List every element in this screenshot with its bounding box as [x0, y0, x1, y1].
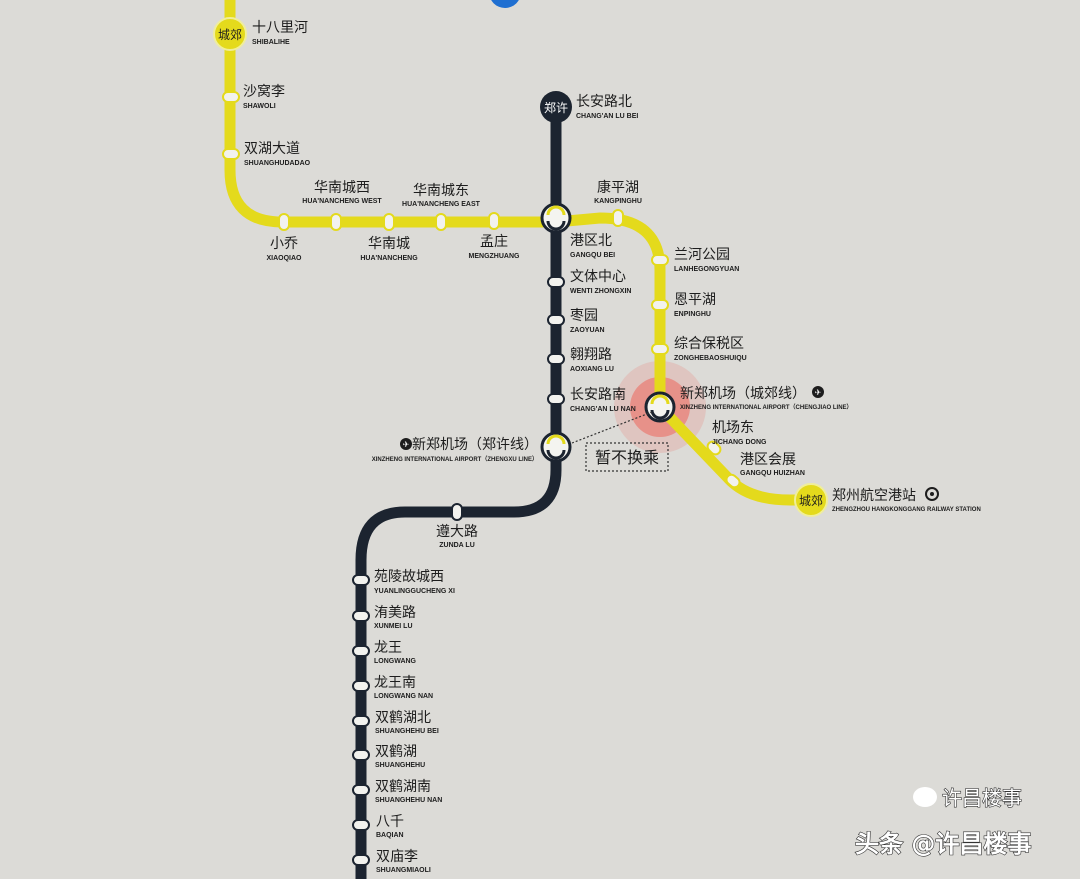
svg-text:八千: 八千 — [376, 814, 404, 830]
airplane-icon-zhengxu: ✈ — [400, 438, 412, 450]
svg-text:HUA'NANCHENG: HUA'NANCHENG — [360, 255, 418, 262]
chengjiao-stops — [222, 91, 741, 489]
svg-text:龙王南: 龙王南 — [374, 675, 416, 691]
svg-text:JICHANG DONG: JICHANG DONG — [712, 439, 767, 446]
svg-text:长安路北: 长安路北 — [576, 94, 632, 110]
svg-text:XINZHENG INTERNATIONAL AIRPORT: XINZHENG INTERNATIONAL AIRPORT（ZHENGXU L… — [372, 455, 538, 463]
svg-text:龙王: 龙王 — [374, 640, 402, 656]
svg-text:双湖大道: 双湖大道 — [244, 141, 300, 157]
svg-text:枣园: 枣园 — [570, 308, 598, 324]
svg-text:华南城: 华南城 — [368, 236, 410, 252]
interchange-airport-chengjiao — [644, 391, 676, 423]
interchange-gangqubei — [540, 202, 572, 234]
svg-text:✈: ✈ — [815, 388, 822, 397]
svg-text:SHUANGHUDADAO: SHUANGHUDADAO — [244, 160, 311, 167]
svg-text:城郊: 城郊 — [218, 28, 242, 42]
interchange-airport-zhengxu — [540, 431, 572, 463]
other-line-badge — [491, 0, 519, 8]
svg-text:遵大路: 遵大路 — [436, 523, 478, 540]
zhengxu-labels: 长安路北 CHANG'AN LU BEI 港区北 GANGQU BEI 文体中心 WE… — [372, 94, 639, 874]
svg-text:ENPINGHU: ENPINGHU — [674, 311, 711, 318]
svg-text:机场东: 机场东 — [712, 420, 754, 436]
svg-text:文体中心: 文体中心 — [570, 269, 626, 285]
svg-text:BAQIAN: BAQIAN — [376, 832, 404, 839]
wechat-watermark-text: 许昌楼事 — [942, 786, 1022, 810]
svg-text:新郑机场（城郊线）: 新郑机场（城郊线） — [680, 385, 806, 402]
svg-text:SHUANGHEHU BEI: SHUANGHEHU BEI — [375, 728, 439, 735]
svg-text:恩平湖: 恩平湖 — [674, 292, 716, 308]
svg-text:新郑机场（郑许线）: 新郑机场（郑许线） — [412, 437, 538, 453]
svg-text:MENGZHUANG: MENGZHUANG — [469, 253, 520, 260]
svg-text:XIAOQIAO: XIAOQIAO — [266, 255, 302, 262]
chengjiao-labels: 十八里河 SHIBALIHE 沙窝李 SHAWOLI 双湖大道 SHUANGHUDAD… — [243, 20, 981, 513]
wechat-watermark: 许昌楼事 — [913, 785, 1023, 811]
toutiao-watermark: 头条 @许昌楼事 — [855, 830, 1031, 858]
svg-text:SHUANGMIAOLI: SHUANGMIAOLI — [376, 867, 431, 874]
railway-station-icon — [925, 487, 939, 501]
svg-text:HUA'NANCHENG EAST: HUA'NANCHENG EAST — [402, 201, 481, 208]
svg-text:KANGPINGHU: KANGPINGHU — [594, 198, 642, 205]
chengjiao-badge-south: 城郊 — [794, 483, 828, 517]
svg-text:LANHEGONGYUAN: LANHEGONGYUAN — [674, 266, 739, 273]
svg-text:综合保税区: 综合保税区 — [674, 336, 744, 352]
svg-text:ZHENGZHOU HANGKONGGANG RAILWAY: ZHENGZHOU HANGKONGGANG RAILWAY STATION — [832, 507, 981, 513]
no-transfer-note: 暂不换乘 — [595, 448, 659, 467]
chengjiao-line — [224, 0, 810, 506]
svg-text:GANGQU HUIZHAN: GANGQU HUIZHAN — [740, 470, 805, 477]
svg-text:SHUANGHEHU NAN: SHUANGHEHU NAN — [375, 797, 442, 804]
svg-text:郑州航空港站: 郑州航空港站 — [832, 488, 916, 504]
zhengxu-badge: 郑许 — [540, 91, 572, 123]
svg-text:HUA'NANCHENG WEST: HUA'NANCHENG WEST — [302, 198, 382, 205]
zhengxu-line — [355, 107, 562, 879]
svg-text:LONGWANG NAN: LONGWANG NAN — [374, 693, 433, 700]
svg-text:双鹤湖: 双鹤湖 — [375, 744, 417, 760]
svg-text:十八里河: 十八里河 — [252, 20, 308, 36]
svg-text:双庙李: 双庙李 — [376, 849, 418, 865]
svg-text:YUANLINGGUCHENG XI: YUANLINGGUCHENG XI — [374, 588, 455, 595]
svg-text:双鹤湖北: 双鹤湖北 — [375, 710, 431, 726]
svg-text:苑陵故城西: 苑陵故城西 — [374, 569, 444, 585]
svg-text:双鹤湖南: 双鹤湖南 — [375, 779, 431, 795]
svg-text:港区会展: 港区会展 — [740, 452, 796, 468]
svg-text:郑许: 郑许 — [544, 100, 568, 115]
svg-text:✈: ✈ — [403, 440, 410, 449]
airplane-icon-chengjiao: ✈ — [812, 386, 824, 398]
svg-text:SHUANGHEHU: SHUANGHEHU — [375, 762, 425, 769]
svg-text:CHANG'AN LU BEI: CHANG'AN LU BEI — [576, 113, 638, 120]
svg-text:华南城西: 华南城西 — [314, 180, 370, 196]
svg-text:ZUNDA LU: ZUNDA LU — [439, 542, 475, 549]
svg-text:长安路南: 长安路南 — [570, 387, 626, 403]
svg-text:兰河公园: 兰河公园 — [674, 247, 730, 263]
svg-text:康平湖: 康平湖 — [597, 179, 639, 196]
svg-text:SHIBALIHE: SHIBALIHE — [252, 39, 290, 46]
svg-text:SHAWOLI: SHAWOLI — [243, 103, 276, 110]
svg-text:LONGWANG: LONGWANG — [374, 658, 417, 665]
zhengxu-stops — [352, 276, 565, 866]
no-transfer-box — [585, 442, 669, 472]
svg-text:ZAOYUAN: ZAOYUAN — [570, 327, 605, 334]
svg-text:孟庄: 孟庄 — [480, 233, 508, 250]
svg-text:城郊: 城郊 — [799, 494, 823, 508]
svg-text:ZONGHEBAOSHUIQU: ZONGHEBAOSHUIQU — [674, 355, 747, 362]
svg-text:XINZHENG INTERNATIONAL AIRPORT: XINZHENG INTERNATIONAL AIRPORT（CHENGJIAO… — [680, 403, 853, 411]
svg-text:沙窝李: 沙窝李 — [243, 83, 285, 100]
svg-text:AOXIANG LU: AOXIANG LU — [570, 366, 614, 373]
svg-text:GANGQU BEI: GANGQU BEI — [570, 252, 615, 259]
svg-text:翱翔路: 翱翔路 — [570, 347, 612, 363]
svg-text:XUNMEI LU: XUNMEI LU — [374, 623, 413, 630]
svg-text:港区北: 港区北 — [570, 233, 612, 249]
svg-text:CHANG'AN LU NAN: CHANG'AN LU NAN — [570, 406, 636, 413]
svg-text:华南城东: 华南城东 — [413, 183, 469, 199]
svg-text:小乔: 小乔 — [270, 236, 298, 252]
svg-text:洧美路: 洧美路 — [374, 605, 416, 621]
chengjiao-badge-north: 城郊 — [213, 17, 247, 51]
svg-text:WENTI ZHONGXIN: WENTI ZHONGXIN — [570, 288, 631, 295]
